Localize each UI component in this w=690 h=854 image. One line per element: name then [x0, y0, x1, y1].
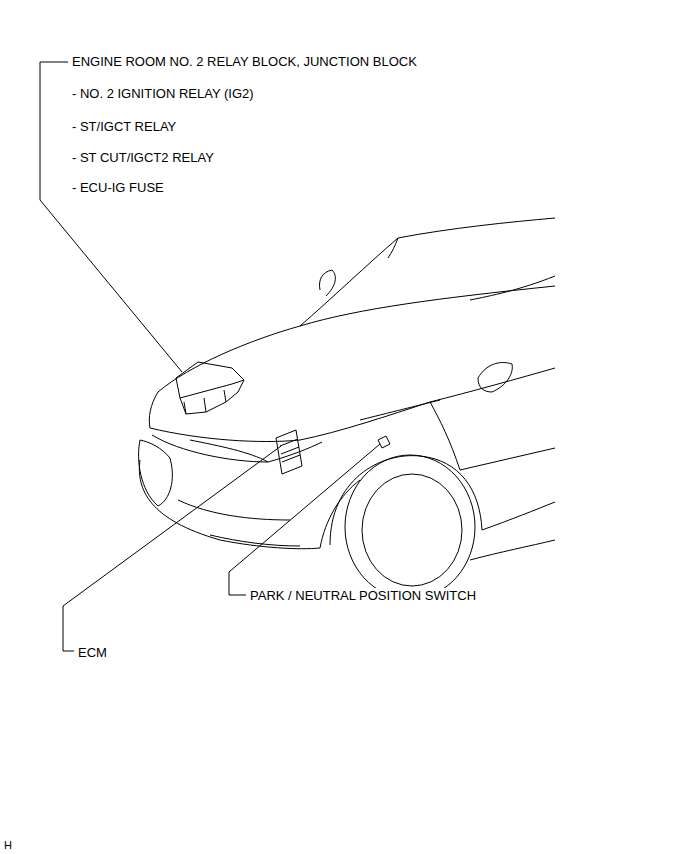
sub-item-label: - ECU-IG FUSE [71, 180, 165, 195]
callout-label: PARK / NEUTRAL POSITION SWITCH [249, 588, 477, 603]
sub-item-label: - ST/IGCT RELAY [71, 119, 177, 134]
sub-item-label: - NO. 2 IGNITION RELAY (IG2) [71, 86, 255, 101]
figure-code: H [3, 838, 13, 853]
sub-item-label: - ST CUT/IGCT2 RELAY [71, 150, 215, 165]
callout-label: ENGINE ROOM NO. 2 RELAY BLOCK, JUNCTION … [71, 54, 418, 69]
callout-label: ECM [77, 645, 108, 660]
